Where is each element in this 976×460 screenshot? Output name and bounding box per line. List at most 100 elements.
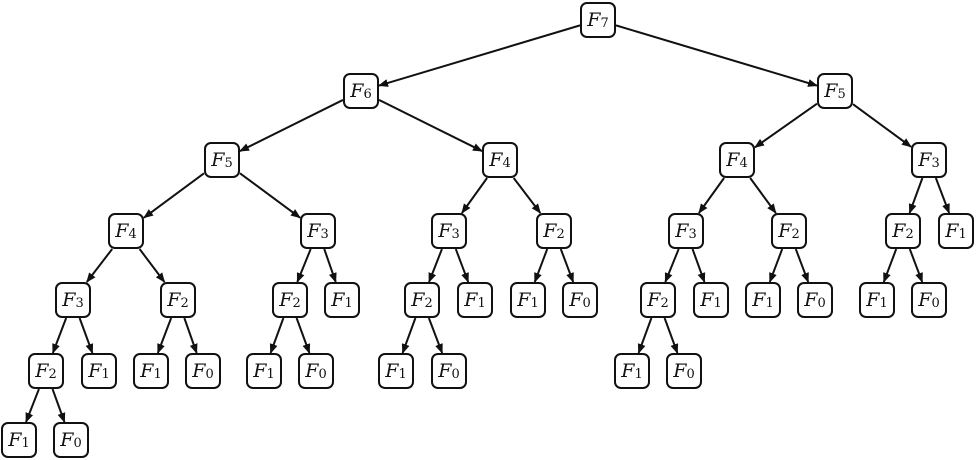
node-label: F [647,289,661,311]
edge-arrow [454,248,470,283]
node-label: F [331,289,345,311]
edge-arrow [882,248,898,283]
node-subscript: 0 [318,366,327,382]
edge-arrow [25,388,40,423]
node-label: F [253,360,267,382]
node-label: F [60,429,74,451]
node-subscript: 0 [451,366,460,382]
edge-arrow [852,103,912,148]
edge-arrow [461,177,488,214]
node-label: F [307,220,321,242]
edge-arrow [663,317,679,354]
node-label: F [140,360,154,382]
node-label: F [804,289,818,311]
edge-arrow [51,317,68,354]
edge-arrow [637,317,653,354]
edge-arrow [86,248,113,283]
node-label: F [115,220,129,242]
node-label: F [945,220,959,242]
node-subscript: 2 [660,295,669,311]
node-subscript: 1 [958,226,967,242]
edge-arrow [78,317,94,354]
edge-arrow [428,248,443,283]
edge-arrow [51,388,66,423]
node-subscript: 1 [398,366,407,382]
node-label: F [866,289,880,311]
node-label: F [464,289,478,311]
node-subscript: 0 [582,295,591,311]
node-label: F [411,289,425,311]
node-subscript: 1 [101,366,110,382]
node-label: F [279,289,293,311]
node-subscript: 1 [21,435,30,451]
edge-arrow [794,248,810,283]
node-label: F [305,360,319,382]
node-subscript: 4 [502,155,511,171]
edge-arrow [698,177,725,214]
node-subscript: 0 [73,435,82,451]
node-subscript: 3 [320,226,329,242]
edge-arrow [934,177,951,214]
node-label: F [438,360,452,382]
node-label: F [824,80,838,102]
node-subscript: 2 [905,226,914,242]
node-subscript: 2 [292,295,301,311]
node-subscript: 3 [451,226,460,242]
node-subscript: 4 [739,155,748,171]
node-subscript: 2 [424,295,433,311]
edge-arrow [323,248,337,283]
edge-arrow [296,248,312,283]
node-label: F [438,220,452,242]
edge-arrow [754,102,818,149]
edge-arrow [691,248,706,283]
edge-arrow [269,317,285,354]
node-label: F [192,360,206,382]
node-label: F [587,9,601,31]
edge-arrow [664,248,680,283]
node-label: F [350,80,364,102]
node-subscript: 1 [765,295,774,311]
node-subscript: 1 [153,366,162,382]
node-subscript: 0 [686,366,695,382]
edge-arrow [749,177,777,214]
edge-arrow [427,317,444,354]
node-label: F [621,360,635,382]
edge-arrow [533,248,549,283]
node-label: F [167,289,181,311]
edge-arrow [239,99,344,152]
node-label: F [8,429,22,451]
node-label: F [517,289,531,311]
node-label: F [385,360,399,382]
node-subscript: 0 [205,366,214,382]
node-label: F [918,289,932,311]
